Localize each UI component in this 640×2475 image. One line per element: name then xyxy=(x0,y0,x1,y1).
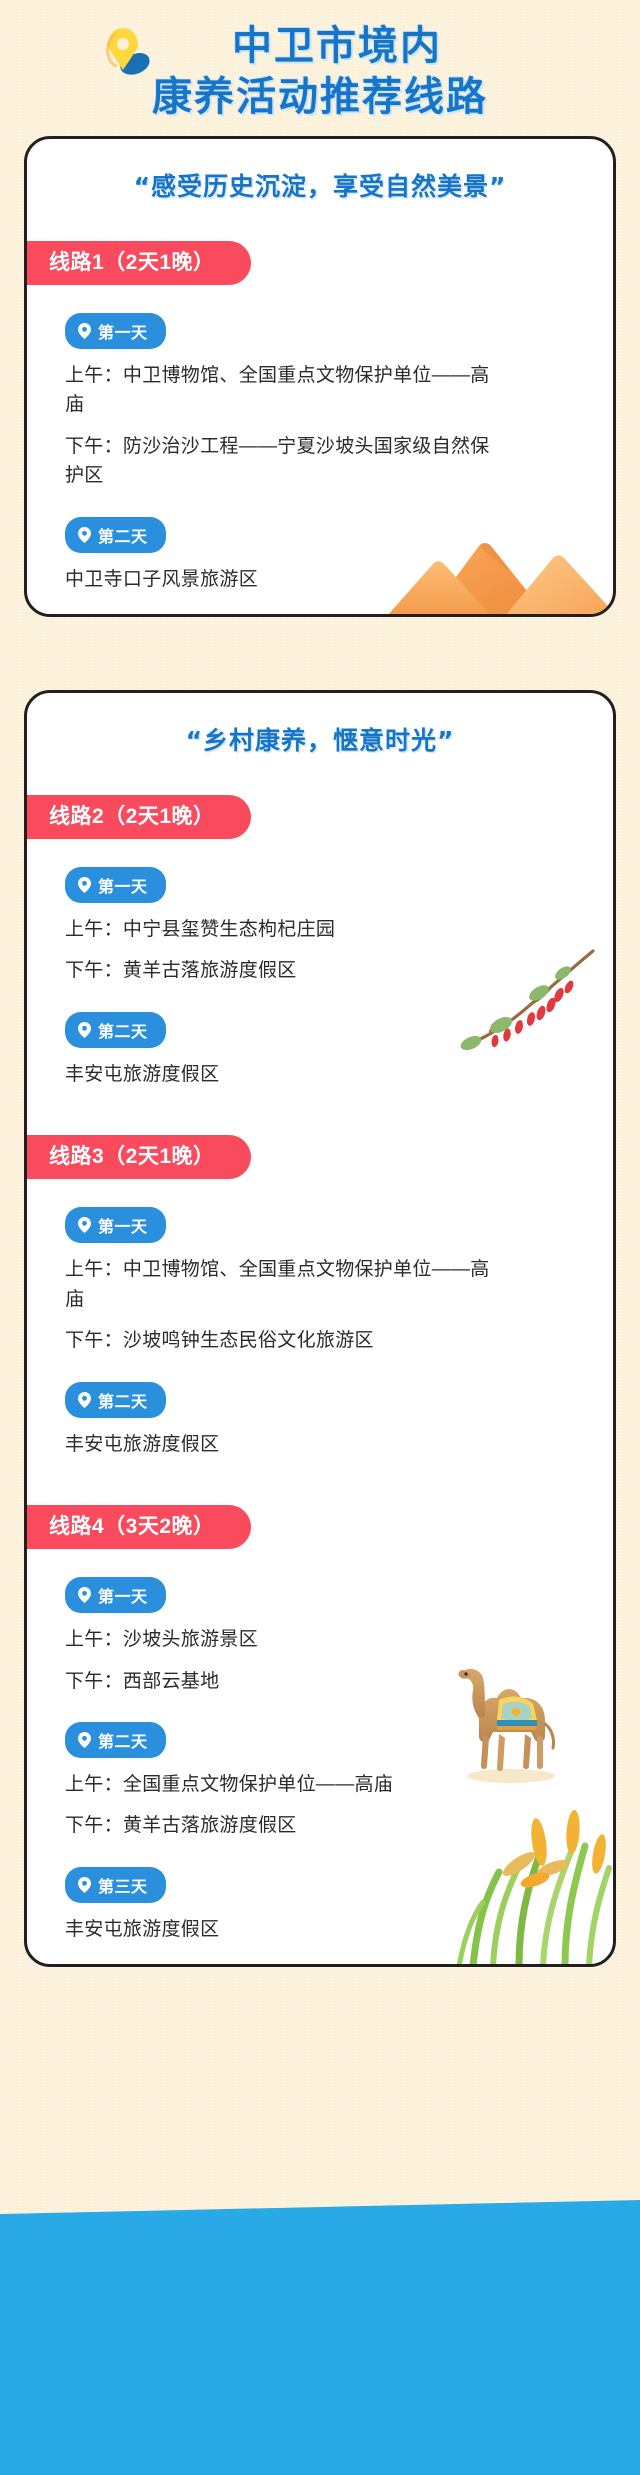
day-block: 第一天上午：中宁县玺赞生态枸杞庄园下午：黄羊古落旅游度假区 xyxy=(27,867,613,986)
itinerary-item: 下午：黄羊古落旅游度假区 xyxy=(65,960,297,982)
goji-berry-branch-icon xyxy=(460,949,595,1051)
map-pin-icon xyxy=(78,1217,91,1234)
day-label: 第二天 xyxy=(98,1733,148,1751)
day-pill[interactable]: 第一天 xyxy=(65,1207,166,1244)
card-quote-heading: “感受历史沉淀，享受自然美景” xyxy=(133,172,507,201)
map-pin-icon xyxy=(78,323,91,339)
day-block: 第一天上午：沙坡头旅游景区下午：西部云基地 xyxy=(27,1577,613,1696)
day-label: 第二天 xyxy=(98,1393,148,1411)
day-label: 第三天 xyxy=(98,1878,148,1896)
page-header: 中卫市境内 康养活动推荐线路 xyxy=(0,0,640,122)
itinerary-item: 上午：中卫博物馆、全国重点文物保护单位——高庙 xyxy=(65,365,490,416)
route-block: 线路1（2天1晚） 第一天上午：中卫博物馆、全国重点文物保护单位——高庙下午：防沙… xyxy=(27,241,613,594)
day-block: 第三天丰安屯旅游度假区 xyxy=(27,1866,613,1944)
map-pin-icon xyxy=(78,877,91,893)
map-pin-icon xyxy=(78,1876,91,1893)
day-pill[interactable]: 第三天 xyxy=(65,1866,166,1903)
day-pill[interactable]: 第二天 xyxy=(65,1381,166,1418)
route-card-1: “感受历史沉淀，享受自然美景” xyxy=(24,136,616,618)
day-label: 第二天 xyxy=(98,528,148,546)
itinerary-item: 上午：中卫博物馆、全国重点文物保护单位——高庙 xyxy=(65,1259,490,1310)
day-label: 第一天 xyxy=(98,1589,148,1607)
day-block: 第二天丰安屯旅游度假区 xyxy=(27,1011,613,1089)
route-badge[interactable]: 线路3（2天1晚） xyxy=(27,1135,251,1180)
itinerary-item: 丰安屯旅游度假区 xyxy=(65,1433,220,1455)
route-block: 线路3（2天1晚） 第一天上午：中卫博物馆、全国重点文物保护单位——高庙下午：沙坡… xyxy=(27,1135,613,1459)
day-block: 第一天上午：中卫博物馆、全国重点文物保护单位——高庙下午：防沙治沙工程——宁夏沙… xyxy=(27,313,613,491)
itinerary-item: 下午：防沙治沙工程——宁夏沙坡头国家级自然保护区 xyxy=(65,435,490,487)
location-pin-icon xyxy=(106,28,152,78)
day-block: 第一天上午：中卫博物馆、全国重点文物保护单位——高庙下午：沙坡鸣钟生态民俗文化旅… xyxy=(27,1207,613,1355)
itinerary-item: 上午：沙坡头旅游景区 xyxy=(65,1629,259,1651)
route-block: 线路4（3天2晚） 第一天上午：沙坡头旅游景区下午：西部云基地第二天上午：全国重点… xyxy=(27,1505,613,1944)
itinerary-item: 中卫寺口子风景旅游区 xyxy=(65,568,259,590)
day-block: 第二天上午：全国重点文物保护单位——高庙下午：黄羊古落旅游度假区 xyxy=(27,1721,613,1841)
day-block: 第二天丰安屯旅游度假区 xyxy=(27,1381,613,1459)
page-title-line-1: 中卫市境内 xyxy=(232,23,442,69)
map-pin-icon xyxy=(78,526,91,543)
day-pill[interactable]: 第一天 xyxy=(65,867,166,903)
route-badge[interactable]: 线路4（3天2晚） xyxy=(27,1505,251,1550)
day-pill[interactable]: 第二天 xyxy=(65,1011,166,1048)
footer-blue-band xyxy=(0,2200,640,2475)
day-pill[interactable]: 第一天 xyxy=(65,313,166,349)
map-pin-icon xyxy=(78,1391,91,1408)
itinerary-item: 下午：沙坡鸣钟生态民俗文化旅游区 xyxy=(65,1330,374,1352)
itinerary-item: 上午：中宁县玺赞生态枸杞庄园 xyxy=(65,919,336,940)
itinerary-item: 丰安屯旅游度假区 xyxy=(65,1063,220,1085)
day-label: 第一天 xyxy=(98,1219,148,1237)
reed-grass-icon xyxy=(456,1810,612,1965)
route-card-2: “乡村康养，惬意时光” xyxy=(24,690,616,1968)
map-pin-icon xyxy=(78,1021,91,1038)
day-label: 第一天 xyxy=(98,325,148,342)
page-title-line-2: 康养活动推荐线路 xyxy=(152,73,488,120)
itinerary-item: 下午：西部云基地 xyxy=(65,1670,220,1692)
day-pill[interactable]: 第一天 xyxy=(65,1577,166,1614)
day-block: 第二天中卫寺口子风景旅游区 xyxy=(27,516,613,594)
map-pin-icon xyxy=(78,1731,91,1748)
itinerary-item: 丰安屯旅游度假区 xyxy=(65,1918,220,1940)
card-quote-heading: “乡村康养，惬意时光” xyxy=(185,726,455,755)
day-label: 第一天 xyxy=(98,879,148,896)
itinerary-item: 上午：全国重点文物保护单位——高庙 xyxy=(65,1773,394,1795)
sand-dunes-icon xyxy=(388,543,613,615)
map-pin-icon xyxy=(78,1587,91,1604)
route-block: 线路2（2天1晚） 第一天上午：中宁县玺赞生态枸杞庄园下午：黄羊古落旅游度假区第二… xyxy=(27,795,613,1089)
camel-icon xyxy=(458,1668,555,1783)
day-pill[interactable]: 第二天 xyxy=(65,516,166,553)
route-badge[interactable]: 线路1（2天1晚） xyxy=(27,241,251,285)
itinerary-item: 下午：黄羊古落旅游度假区 xyxy=(65,1815,297,1837)
day-label: 第二天 xyxy=(98,1023,148,1041)
route-badge[interactable]: 线路2（2天1晚） xyxy=(27,795,251,839)
day-pill[interactable]: 第二天 xyxy=(65,1721,166,1758)
